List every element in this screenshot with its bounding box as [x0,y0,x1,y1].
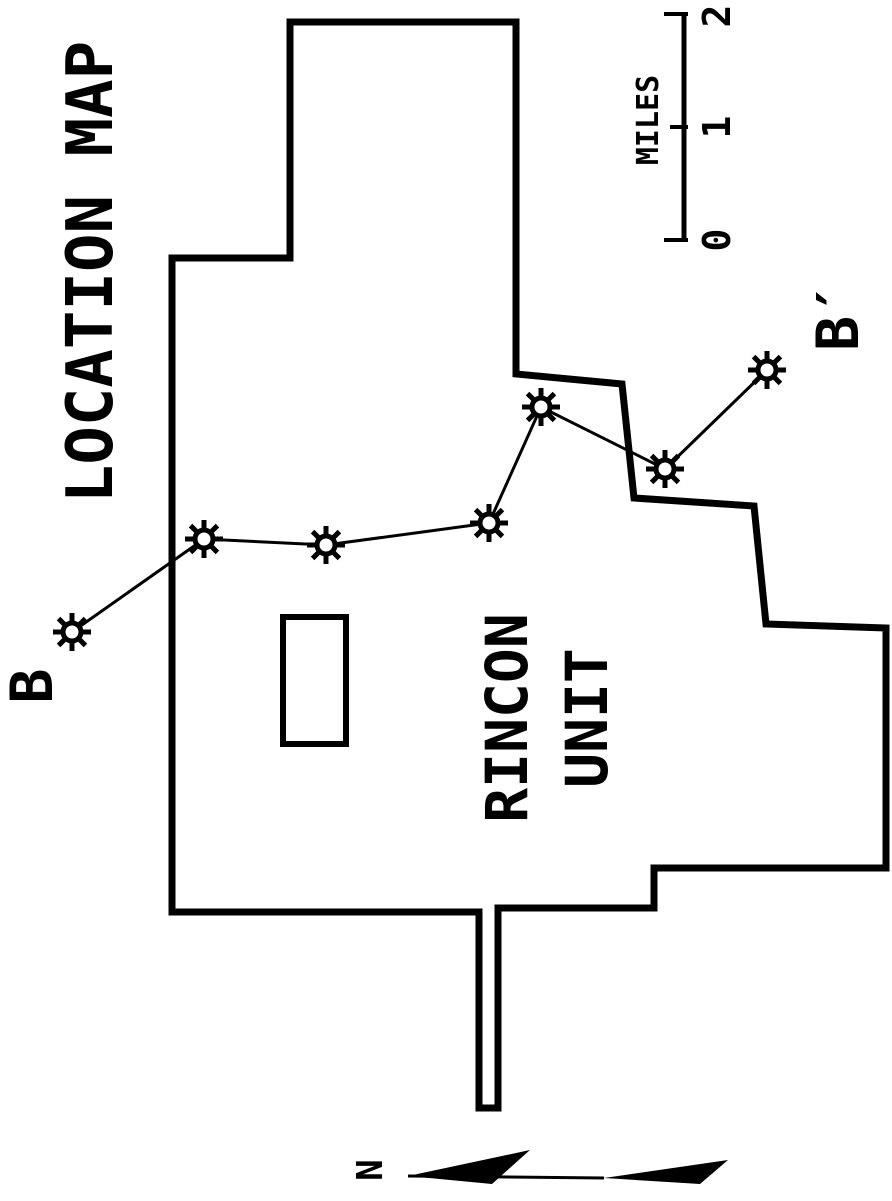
scale-tick-1: 1 [695,116,739,139]
well-symbol-icon [185,520,223,558]
inner-rectangle [280,614,349,747]
north-arrow-icon: N [350,1150,728,1184]
unit-label-line1: RINCON [473,613,541,823]
well-symbol-icon [522,388,560,426]
unit-label-line2: UNIT [553,648,621,788]
section-end-label: B′ [804,281,872,351]
well-symbol-icon [646,450,684,488]
wells-group [53,351,786,651]
well-symbol-icon [53,613,91,651]
north-label: N [350,1159,391,1181]
section-start-label: B [0,669,66,704]
map-title: LOCATION MAP [54,41,128,503]
scale-unit-label: MILES [631,75,666,165]
well-symbol-icon [748,351,786,389]
rincon-unit-boundary [168,18,890,1112]
scale-tick-2: 2 [695,5,739,28]
scale-bar: MILES 0 1 2 [631,5,739,252]
well-symbol-icon [470,504,508,542]
scale-tick-0: 0 [695,229,739,252]
well-symbol-icon [307,526,345,564]
